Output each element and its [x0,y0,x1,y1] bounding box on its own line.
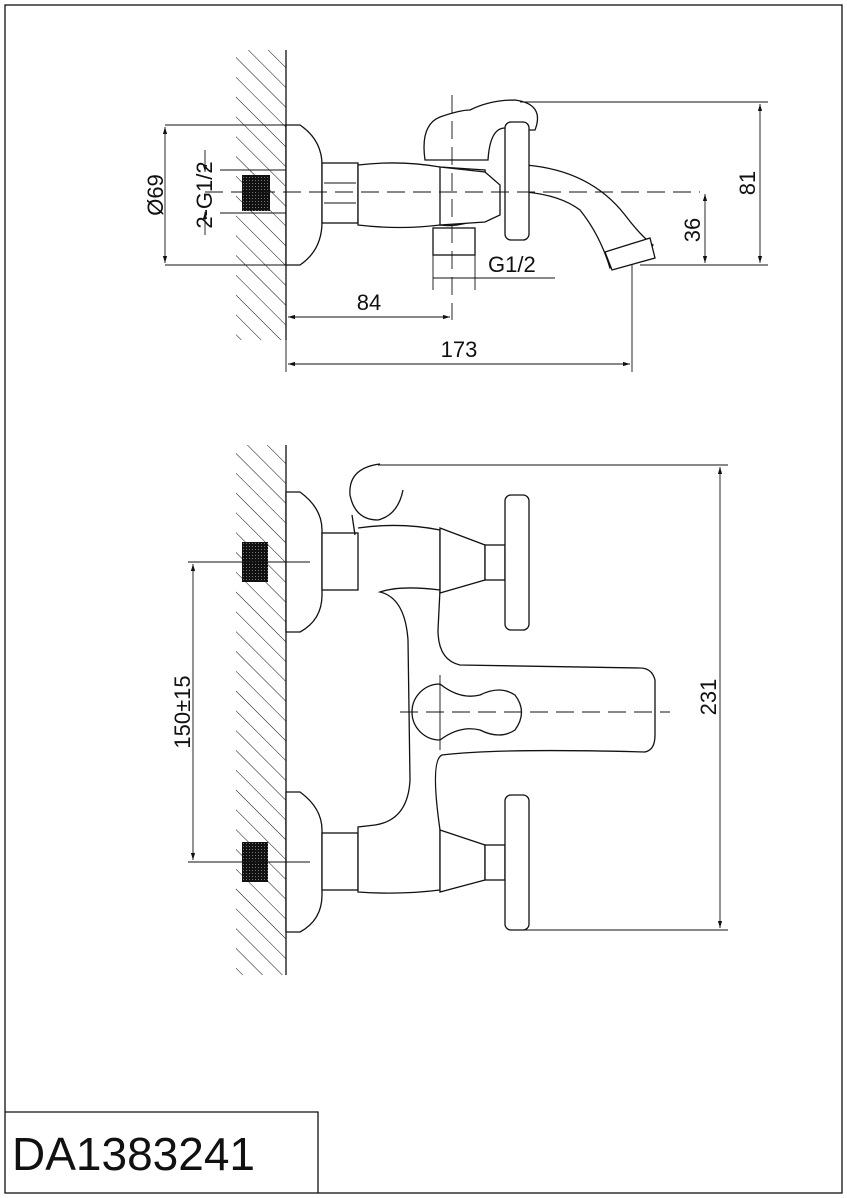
dim-inlet-spacing: 150±15 [170,675,195,748]
title-block: DA1383241 [5,1111,319,1193]
aerator [604,237,656,271]
escutcheon [285,124,323,266]
dim-outlet-thread: G1/2 [488,252,536,277]
model-number: DA1383241 [12,1128,255,1180]
inlet-thread [242,175,270,211]
valve-housing [439,166,501,226]
dim-spout-reach: 173 [441,337,478,362]
connection-nut [321,162,359,224]
wall-hatch [236,445,286,975]
dim-outlet-offset: 84 [357,290,381,315]
dim-inlet-thread: 2-G1/2 [192,161,217,228]
drawing-frame [4,4,843,1194]
side-view: Ø69 2-G1/2 G1/2 84 173 81 36 [143,50,768,372]
shower-outlet [432,227,476,256]
front-view: 150±15 231 [170,445,728,975]
lever-handle [423,99,539,161]
handwheel-bottom[interactable] [504,794,530,931]
dim-total-width: 231 [696,679,721,716]
shower-holder-hook [349,463,404,521]
dim-total-height: 81 [735,171,760,195]
handwheel [504,121,530,241]
dim-spout-height: 36 [680,218,705,242]
dim-flange-diameter: Ø69 [143,174,168,216]
handwheel-top[interactable] [504,494,530,631]
